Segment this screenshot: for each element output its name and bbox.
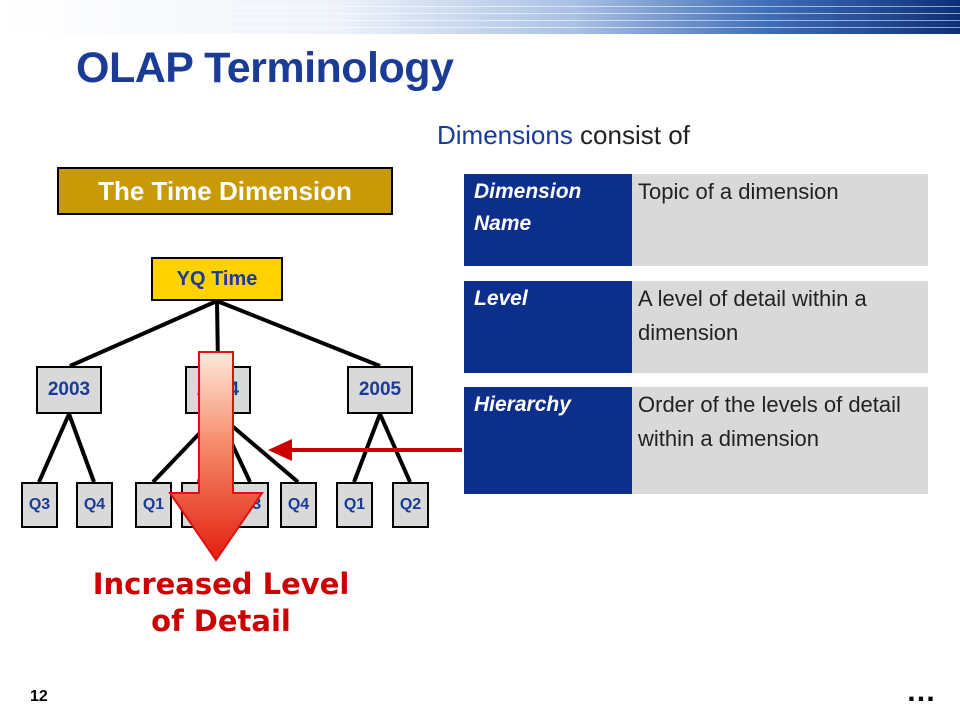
- root-node: YQ Time: [151, 257, 283, 301]
- term-row-dimension-name: Dimension Name Topic of a dimension: [464, 174, 928, 266]
- quarter-node: Q3: [21, 482, 58, 528]
- quarter-node: Q4: [280, 482, 317, 528]
- subtitle-rest: consist of: [572, 120, 690, 150]
- term-row-hierarchy: Hierarchy Order of the levels of detail …: [464, 387, 928, 494]
- term-name: Dimension Name: [464, 174, 632, 266]
- subtitle: Dimensions consist of: [437, 120, 690, 151]
- year-node: 2005: [347, 366, 413, 414]
- detail-label-line1: Increased Level: [92, 567, 350, 601]
- quarter-node: Q4: [76, 482, 113, 528]
- page-number: 12: [30, 688, 48, 705]
- term-description: A level of detail within a dimension: [632, 281, 928, 373]
- time-dimension-label: The Time Dimension: [57, 167, 393, 215]
- year-node: 2003: [36, 366, 102, 414]
- quarter-node: Q1: [135, 482, 172, 528]
- term-description: Order of the levels of detail within a d…: [632, 387, 928, 494]
- continuation-ellipsis: …: [906, 675, 937, 708]
- header-banner: [0, 0, 960, 34]
- term-name: Level: [464, 281, 632, 373]
- slide-title: OLAP Terminology: [76, 44, 454, 92]
- term-row-level: Level A level of detail within a dimensi…: [464, 281, 928, 373]
- detail-label-line2: of Detail: [151, 604, 291, 638]
- increased-detail-label: Increased Level of Detail: [56, 566, 386, 640]
- quarter-node: Q2: [392, 482, 429, 528]
- quarter-node: Q1: [336, 482, 373, 528]
- term-name: Hierarchy: [464, 387, 632, 494]
- subtitle-highlight: Dimensions: [437, 120, 573, 150]
- term-description: Topic of a dimension: [632, 174, 928, 266]
